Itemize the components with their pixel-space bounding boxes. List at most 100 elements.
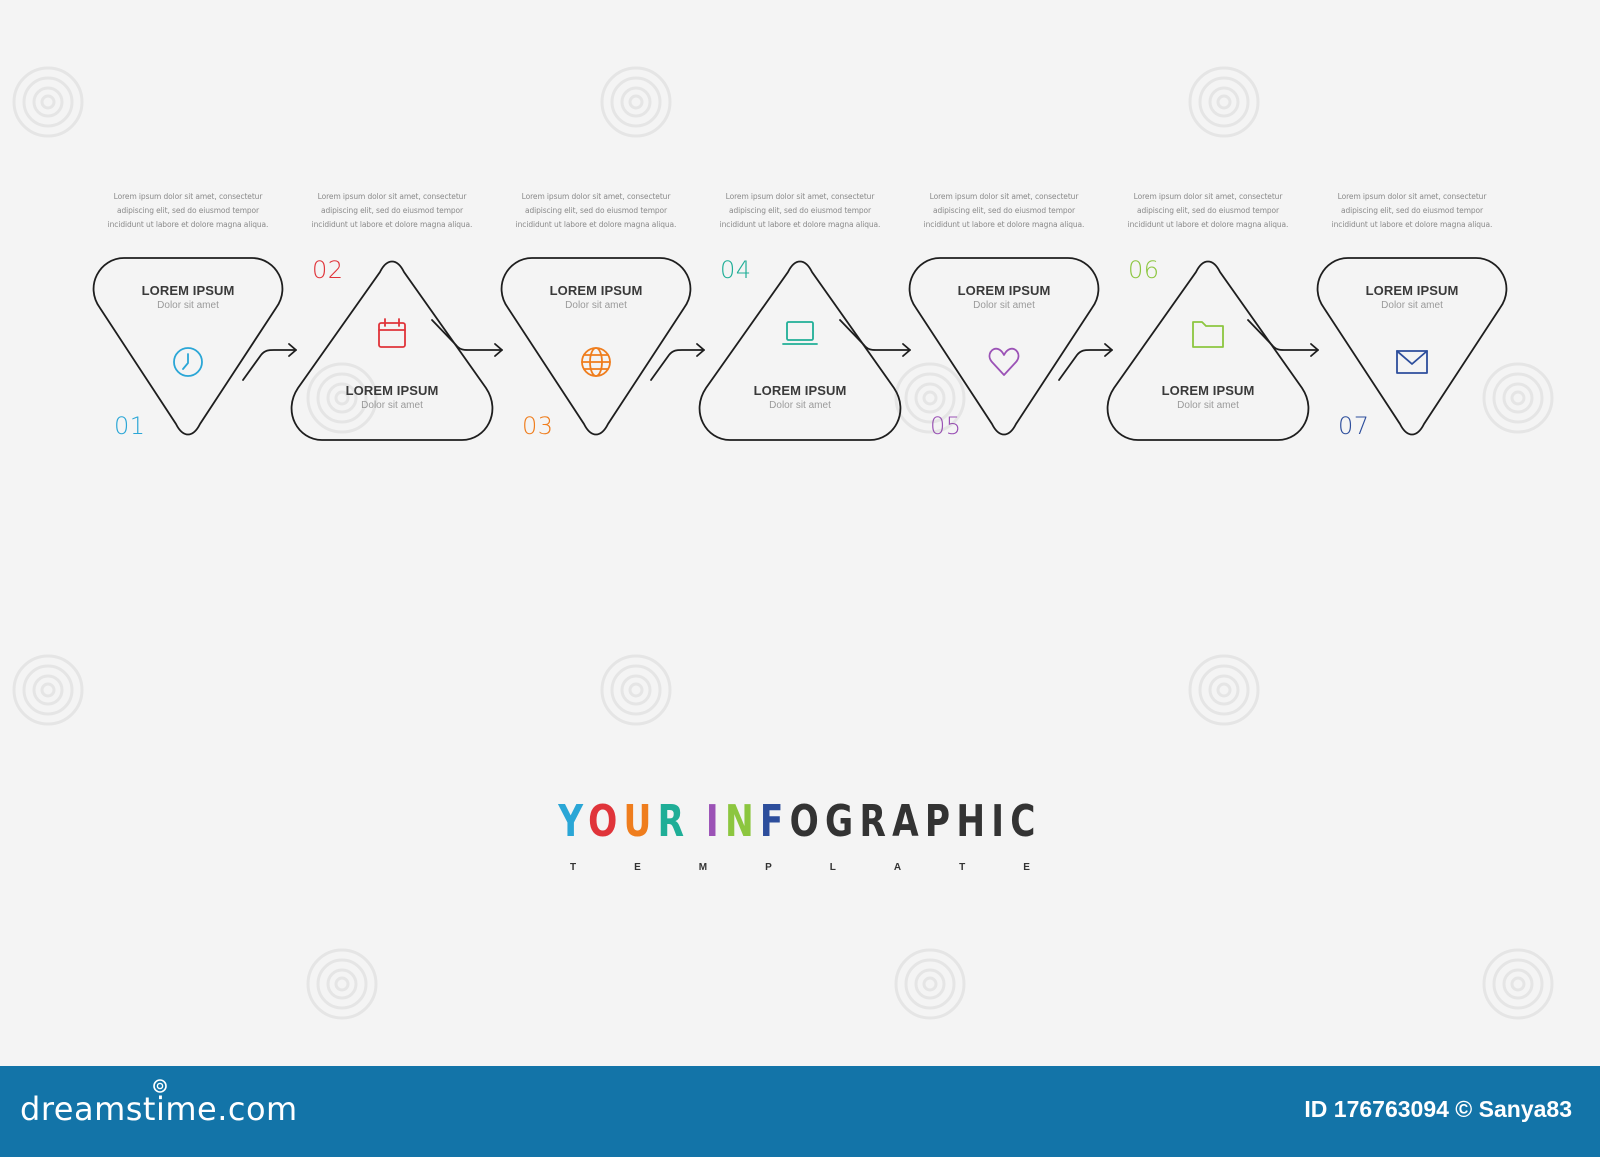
title-letter: H: [956, 796, 992, 847]
title-letter: F: [759, 796, 790, 847]
step-number: 07: [1338, 412, 1370, 440]
description-line: Lorem ipsum dolor sit amet, consectetur: [1133, 192, 1283, 201]
description-line: incididunt ut labore et dolore magna ali…: [107, 220, 269, 229]
step-02: [290, 260, 494, 441]
step-description: Lorem ipsum dolor sit amet, consectetur a…: [506, 190, 686, 232]
title-letter: O: [588, 796, 624, 847]
watermark-icon: [600, 654, 672, 726]
step-subtitle: Dolor sit amet: [565, 300, 627, 311]
step-number: 05: [930, 412, 962, 440]
description-line: incididunt ut labore et dolore magna ali…: [1331, 220, 1493, 229]
step-title: LOREM IPSUM: [141, 283, 235, 298]
description-line: adipiscing elit, sed do eiusmod tempor: [524, 206, 668, 215]
watermark-icon: [600, 66, 672, 138]
infographic: Lorem ipsum dolor sit amet, consectetur a…: [12, 66, 1554, 1020]
step-05: [908, 257, 1100, 436]
watermark-icon: [894, 362, 966, 434]
description-line: Lorem ipsum dolor sit amet, consectetur: [929, 192, 1079, 201]
title-letter: R: [657, 796, 691, 847]
step-subtitle: Dolor sit amet: [973, 300, 1035, 311]
title-letter: A: [892, 796, 925, 847]
description-line: incididunt ut labore et dolore magna ali…: [923, 220, 1085, 229]
title-letter: R: [859, 796, 893, 847]
description-line: adipiscing elit, sed do eiusmod tempor: [1340, 206, 1484, 215]
connector-arrow: [242, 343, 297, 381]
subtitle-letter: E: [1023, 862, 1030, 873]
clock-icon: [173, 347, 203, 377]
subtitle-letter: T: [570, 862, 577, 873]
heart-icon: [988, 347, 1020, 376]
step-01: [92, 257, 284, 436]
laptop-icon: [782, 321, 818, 345]
step-subtitle: Dolor sit amet: [361, 400, 423, 411]
step-description: Lorem ipsum dolor sit amet, consectetur a…: [1322, 190, 1502, 232]
connector-arrow: [650, 343, 705, 381]
step-number: 03: [522, 412, 554, 440]
description-line: Lorem ipsum dolor sit amet, consectetur: [725, 192, 875, 201]
subtitle-letter: E: [634, 862, 641, 873]
watermark-icon: [306, 362, 378, 434]
step-number: 04: [720, 256, 752, 284]
footer-logo[interactable]: dreamstime.com: [20, 1090, 298, 1128]
title-letter: O: [789, 796, 826, 847]
subtitle-letter: T: [959, 862, 966, 873]
step-title: LOREM IPSUM: [957, 283, 1051, 298]
envelope-icon: [1396, 350, 1428, 374]
watermark-icon: [1188, 654, 1260, 726]
title-letter: C: [1010, 796, 1042, 847]
description-line: Lorem ipsum dolor sit amet, consectetur: [113, 192, 263, 201]
step-number: 01: [114, 412, 146, 440]
step-shape: [92, 257, 284, 436]
description-line: Lorem ipsum dolor sit amet, consectetur: [317, 192, 467, 201]
swirl-icon: [153, 1079, 167, 1093]
description-line: adipiscing elit, sed do eiusmod tempor: [320, 206, 464, 215]
step-description: Lorem ipsum dolor sit amet, consectetur a…: [1118, 190, 1298, 232]
connector-arrow: [1247, 319, 1319, 357]
subtitle-letter: M: [698, 862, 708, 873]
step-06: [1106, 260, 1310, 441]
calendar-icon: [378, 318, 406, 348]
description-line: Lorem ipsum dolor sit amet, consectetur: [521, 192, 671, 201]
description-line: incididunt ut labore et dolore magna ali…: [1127, 220, 1289, 229]
description-line: adipiscing elit, sed do eiusmod tempor: [1136, 206, 1280, 215]
watermark-icon: [1482, 948, 1554, 1020]
description-line: Lorem ipsum dolor sit amet, consectetur: [1337, 192, 1487, 201]
step-03: [500, 257, 692, 436]
step-subtitle: Dolor sit amet: [1381, 300, 1443, 311]
process-diagram: [92, 257, 1508, 441]
globe-icon: [581, 347, 611, 377]
step-number: 02: [312, 256, 344, 284]
title-letter: U: [623, 796, 658, 847]
watermark-icon: [1188, 66, 1260, 138]
step-title: LOREM IPSUM: [345, 383, 439, 398]
title-letter: G: [825, 796, 860, 847]
title-letter: I: [991, 796, 1011, 847]
footer-bar: dreamstime.com ID 176763094 © Sanya83: [0, 1066, 1600, 1157]
step-number: 06: [1128, 256, 1160, 284]
step-shape: [1106, 260, 1310, 441]
step-shape: [1316, 257, 1508, 436]
subtitle-letter: L: [829, 862, 836, 873]
step-title: LOREM IPSUM: [549, 283, 643, 298]
step-07: [1316, 257, 1508, 436]
watermark-icon: [894, 948, 966, 1020]
watermark-icon: [12, 654, 84, 726]
watermark-icon: [12, 66, 84, 138]
title-letter: Y: [558, 796, 589, 847]
step-shape: [908, 257, 1100, 436]
description-line: incididunt ut labore et dolore magna ali…: [515, 220, 677, 229]
folder-icon: [1192, 321, 1224, 348]
step-subtitle: Dolor sit amet: [769, 400, 831, 411]
image-id: ID 176763094 © Sanya83: [1304, 1096, 1572, 1122]
step-shape: [500, 257, 692, 436]
connector-arrow: [1058, 343, 1113, 381]
title-letter: P: [924, 796, 957, 847]
step-shape: [290, 260, 494, 441]
title-letter: N: [724, 796, 760, 847]
step-title: LOREM IPSUM: [1161, 383, 1255, 398]
step-title: LOREM IPSUM: [753, 383, 847, 398]
watermark-icon: [306, 948, 378, 1020]
